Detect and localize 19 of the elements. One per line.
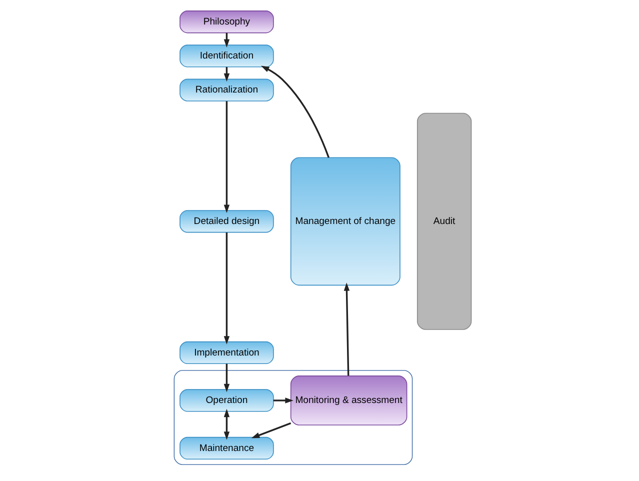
node-box: Philosophy — [179, 10, 274, 34]
arrow — [250, 422, 291, 438]
node-box: Implementation — [179, 341, 274, 364]
node-box: Identification — [179, 44, 274, 68]
cluster — [173, 370, 412, 465]
node-box: Management of change — [290, 157, 400, 286]
arrow — [223, 408, 230, 440]
arrow — [223, 364, 230, 392]
arrow — [343, 282, 350, 376]
node-box: Detailed design — [179, 210, 274, 233]
node-box: Monitoring & assessment — [290, 376, 407, 426]
node-box: Operation — [179, 389, 274, 412]
arrow — [223, 101, 230, 213]
arrow — [272, 398, 293, 404]
arrow — [260, 66, 329, 158]
node-box: Maintenance — [179, 436, 274, 460]
node-box: Audit — [416, 112, 472, 330]
node-box: Rationalization — [179, 78, 274, 102]
arrow — [223, 232, 230, 344]
